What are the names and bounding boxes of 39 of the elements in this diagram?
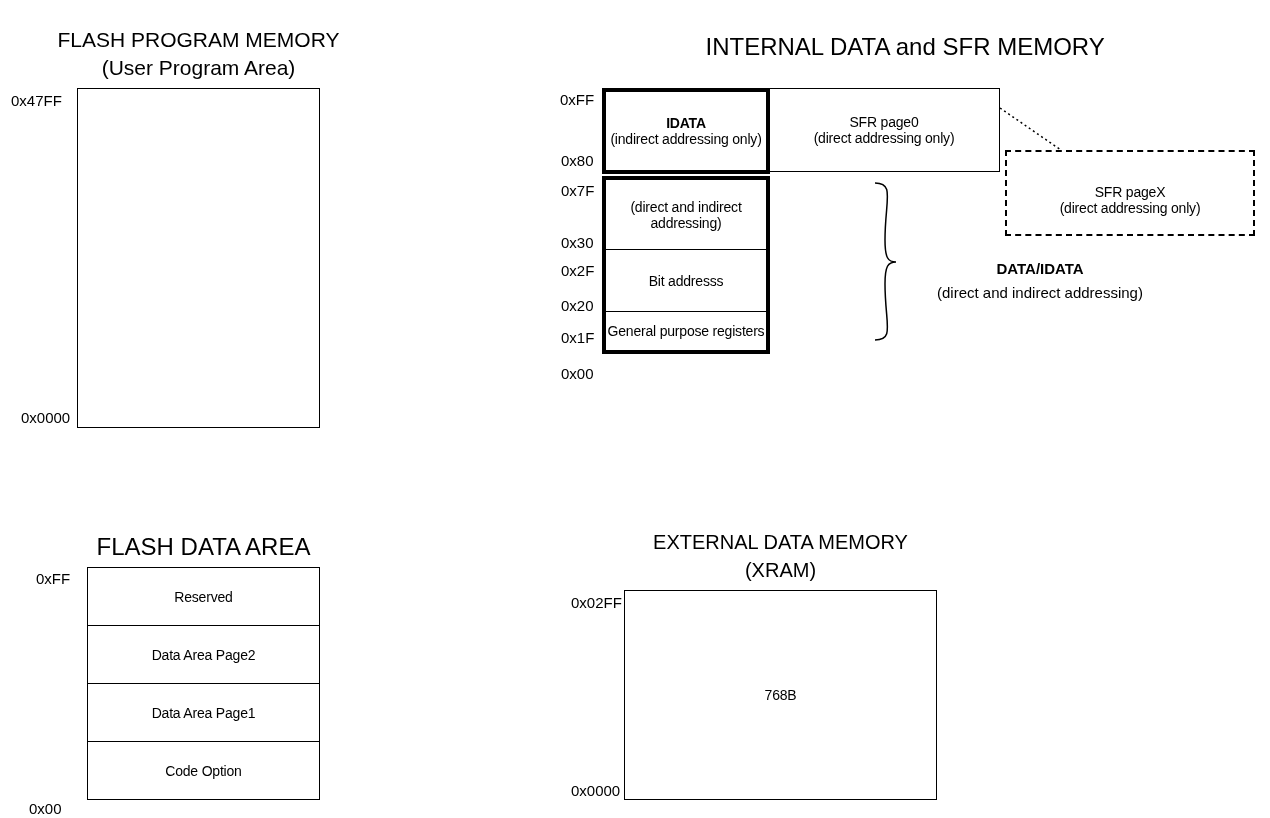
- row-text: (direct and indirect addressing): [629, 198, 743, 231]
- block-text: (indirect addressing only): [610, 131, 762, 147]
- memory-block-outline: [602, 176, 770, 354]
- block-heading: FLASH DATA AREA: [95, 533, 312, 561]
- memory-box: [602, 88, 770, 174]
- dotted-connector: [999, 107, 1062, 151]
- address-label: 0xFF: [560, 90, 595, 108]
- memory-box: [768, 88, 1000, 172]
- block-heading: FLASH PROGRAM MEMORY (User Program Area): [56, 27, 341, 81]
- row-text: General purpose registers: [607, 323, 765, 339]
- row-text: Code Option: [165, 762, 242, 779]
- address-label: 0x0000: [571, 781, 621, 799]
- row-text: Data Area Page1: [151, 704, 256, 721]
- row-text: Reserved: [174, 588, 233, 605]
- size-text: 768B: [764, 687, 797, 703]
- block-title: SFR page0: [849, 114, 919, 130]
- section-heading: INTERNAL DATA and SFR MEMORY: [705, 33, 1105, 61]
- address-label: 0x47FF: [11, 91, 62, 109]
- memory-box: [1005, 150, 1255, 236]
- bracket-title: DATA/IDATA: [996, 259, 1084, 277]
- address-label: 0x80: [561, 151, 594, 169]
- address-label: 0x20: [561, 296, 594, 314]
- address-label: 0x1F: [561, 328, 595, 346]
- address-label: 0x00: [29, 799, 62, 817]
- block-heading: EXTERNAL DATA MEMORY (XRAM): [652, 530, 909, 583]
- block-title: IDATA: [666, 115, 706, 131]
- address-label: 0x30: [561, 233, 594, 251]
- address-label: 0xFF: [36, 569, 71, 587]
- address-label: 0x7F: [561, 181, 595, 199]
- block-title: SFR pageX: [1094, 184, 1166, 200]
- bracket-text: (direct and indirect addressing): [937, 283, 1143, 301]
- row-text: Bit addresss: [648, 272, 724, 289]
- block-text: (direct addressing only): [813, 130, 955, 146]
- address-label: 0x02FF: [571, 593, 622, 611]
- address-label: 0x0000: [21, 408, 71, 426]
- address-label: 0x2F: [561, 261, 595, 279]
- row-text: Data Area Page2: [151, 646, 256, 663]
- block-text: (direct addressing only): [1059, 200, 1201, 216]
- address-label: 0x00: [561, 364, 594, 382]
